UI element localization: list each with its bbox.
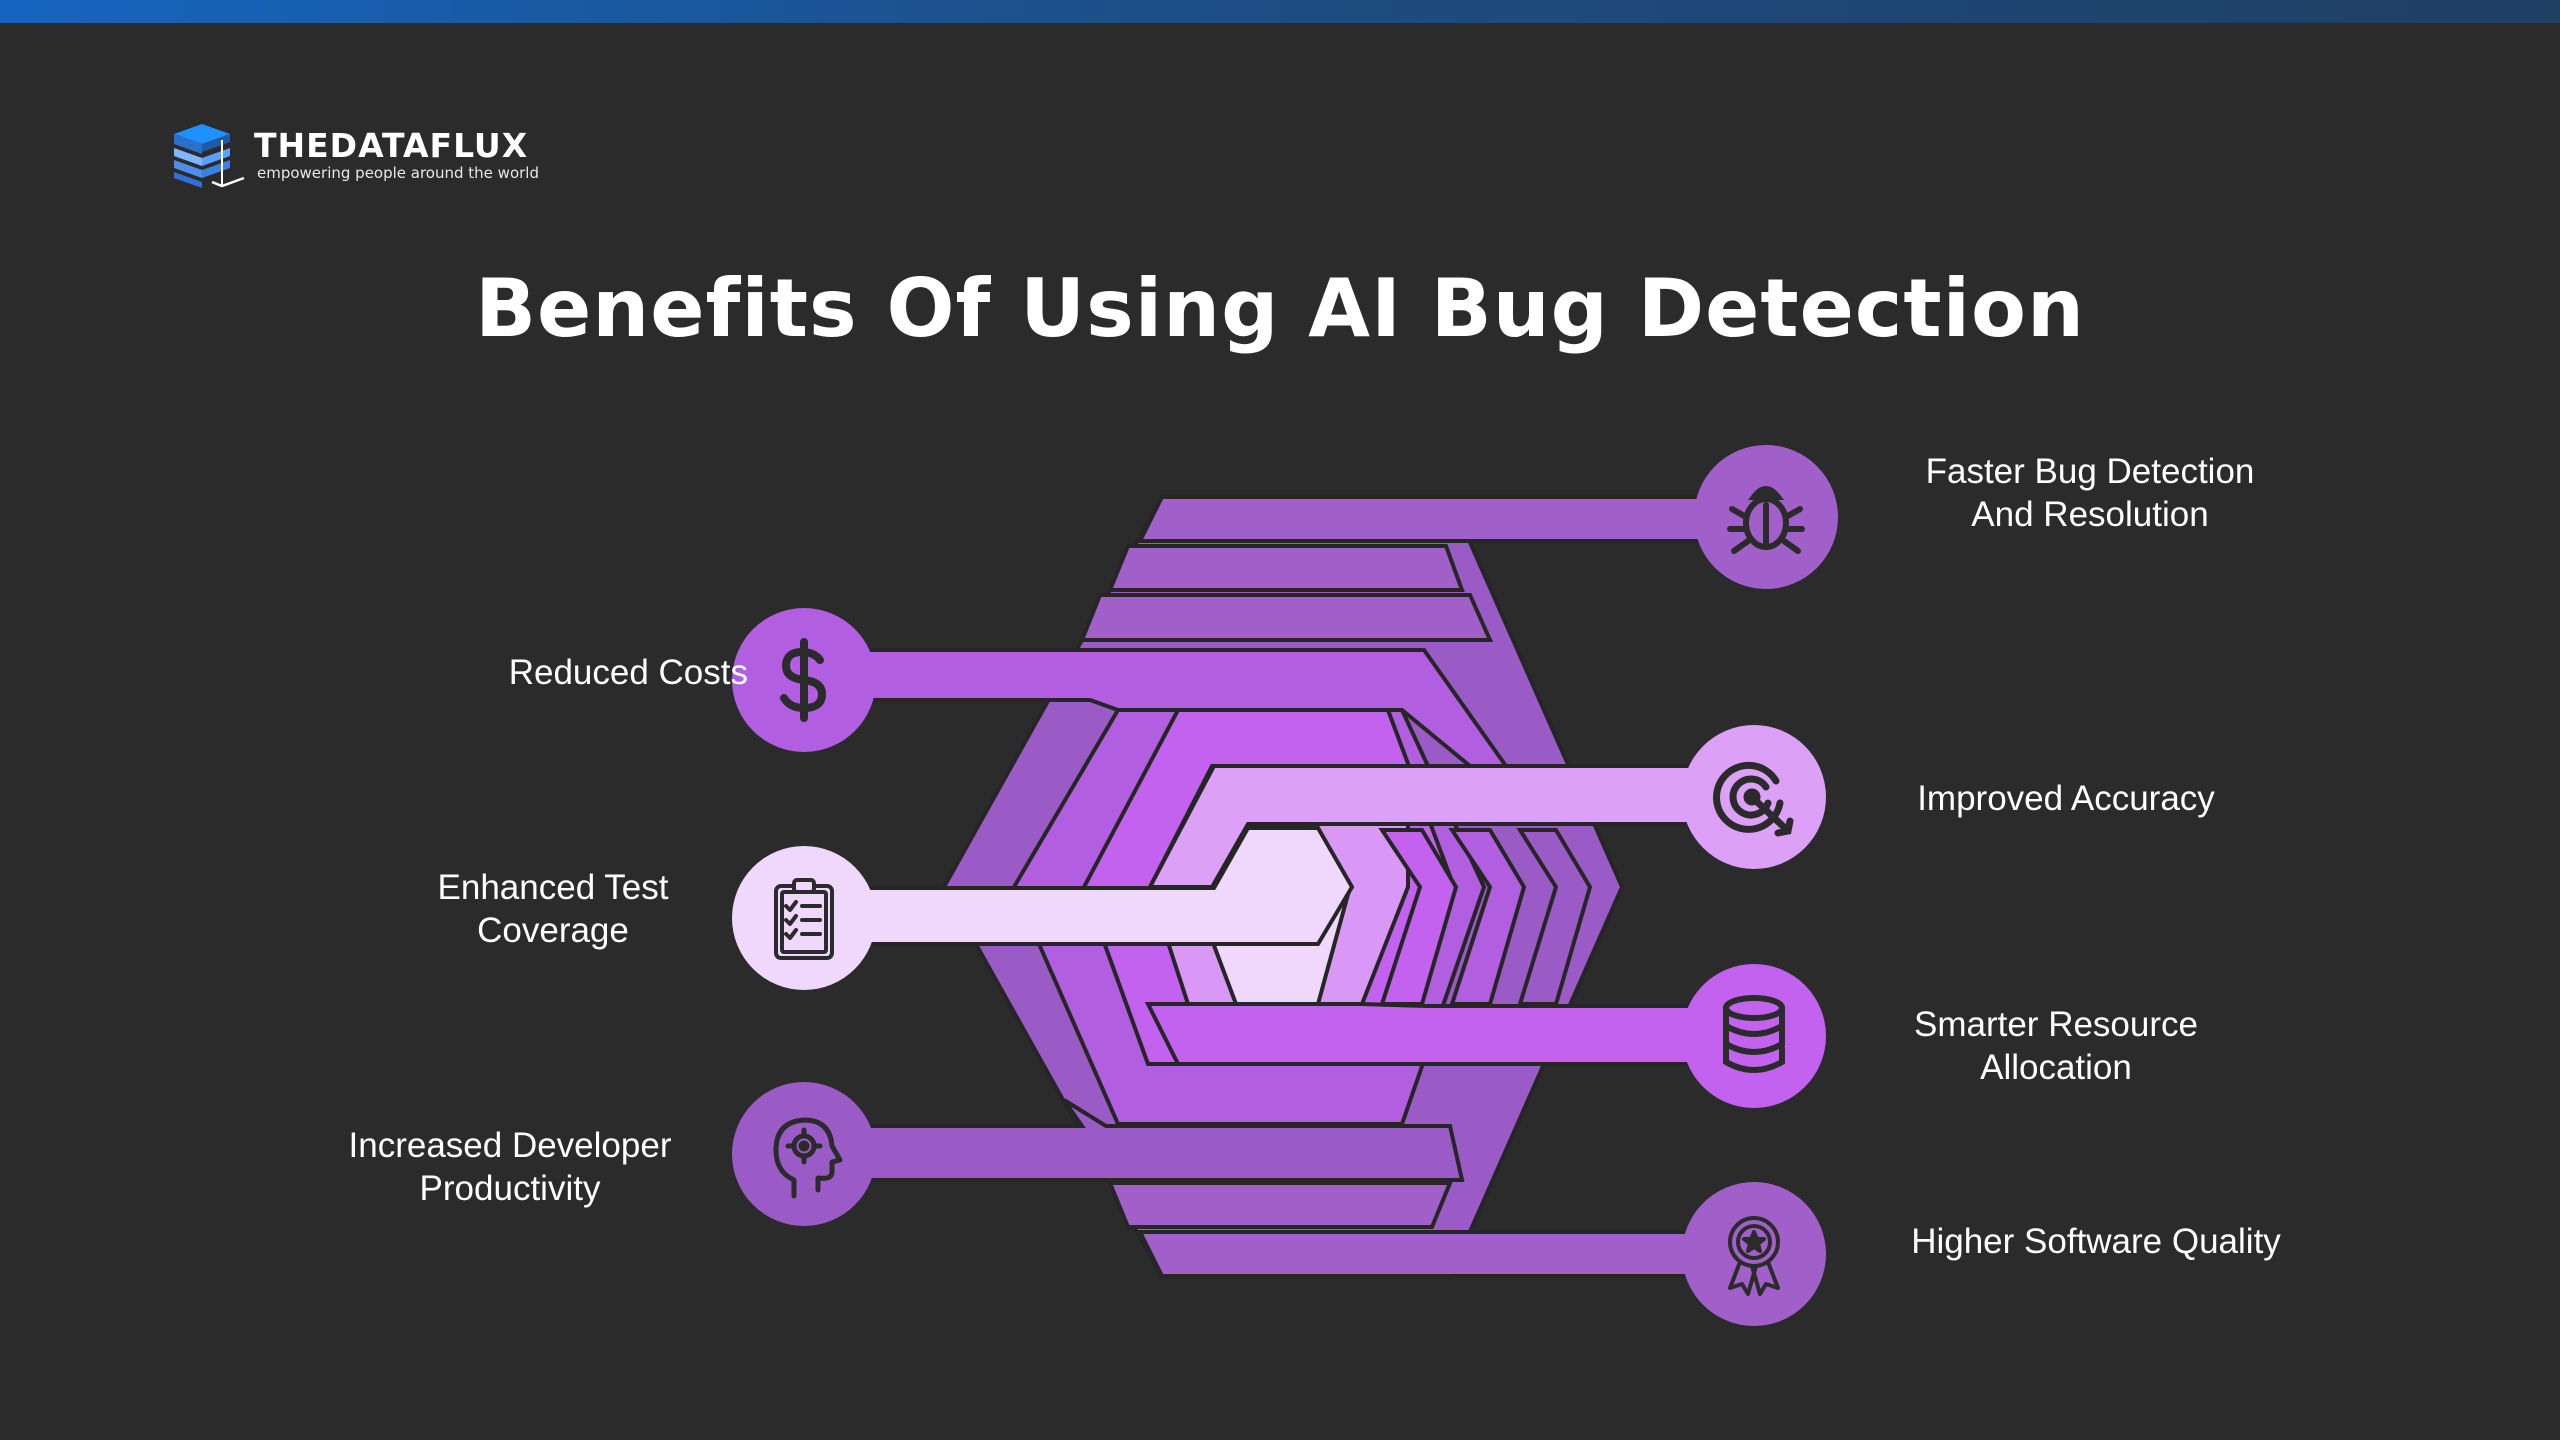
benefit-faster-bug-detection: Faster Bug Detection And Resolution [1890, 450, 2290, 536]
bar-bottom-2 [1136, 1230, 1712, 1278]
benefit-smarter-resource-allocation: Smarter Resource Allocation [1856, 1003, 2256, 1089]
connector-productivity [798, 1098, 1465, 1182]
brand-logo[interactable]: THEDATAFLUX empowering people around the… [170, 120, 590, 190]
bar-top-2 [1107, 544, 1465, 592]
benefit-improved-accuracy: Improved Accuracy [1866, 777, 2266, 820]
clipboard-checklist-icon [754, 868, 854, 968]
bar-top-1 [1136, 495, 1712, 543]
award-ribbon-icon [1704, 1204, 1804, 1304]
database-icon [1704, 986, 1804, 1086]
benefit-label-line: Allocation [1980, 1048, 2132, 1087]
benefit-enhanced-test-coverage: Enhanced Test Coverage [353, 866, 753, 952]
benefit-label-line: Productivity [419, 1169, 601, 1208]
benefit-label-line: Improved Accuracy [1917, 779, 2215, 818]
benefit-increased-developer-productivity: Increased Developer Productivity [310, 1124, 710, 1210]
benefit-label-line: Smarter Resource [1914, 1005, 2198, 1044]
bar-bottom-1 [1107, 1181, 1453, 1229]
dollar-sign-icon [754, 630, 854, 730]
brand-tagline: empowering people around the world [257, 164, 539, 182]
top-accent-bar [0, 0, 2560, 23]
benefit-label-line: Faster Bug Detection [1925, 452, 2255, 491]
bar-top-3 [1079, 593, 1494, 642]
node-award [1682, 1182, 1826, 1326]
benefit-label-line: Reduced Costs [508, 653, 748, 692]
stacked-layers-logo-icon [174, 124, 245, 188]
benefit-label-line: And Resolution [1971, 495, 2209, 534]
head-gear-icon [754, 1104, 854, 1204]
brand-name: THEDATAFLUX [254, 126, 529, 165]
target-arrow-icon [1704, 747, 1804, 847]
benefit-label-line: Enhanced Test [437, 868, 669, 907]
connector-test-coverage [798, 826, 1355, 946]
page-title: Benefits Of Using AI Bug Detection [475, 262, 2085, 355]
connector-reduced-costs [798, 648, 1510, 768]
benefit-higher-software-quality: Higher Software Quality [1876, 1220, 2316, 1263]
benefit-label-line: Higher Software Quality [1911, 1222, 2281, 1261]
connector-resource-allocation [1144, 1002, 1742, 1066]
benefit-reduced-costs: Reduced Costs [348, 651, 748, 694]
benefit-label-line: Increased Developer [348, 1126, 672, 1165]
bug-icon [1716, 467, 1816, 567]
benefit-label-line: Coverage [477, 911, 629, 950]
